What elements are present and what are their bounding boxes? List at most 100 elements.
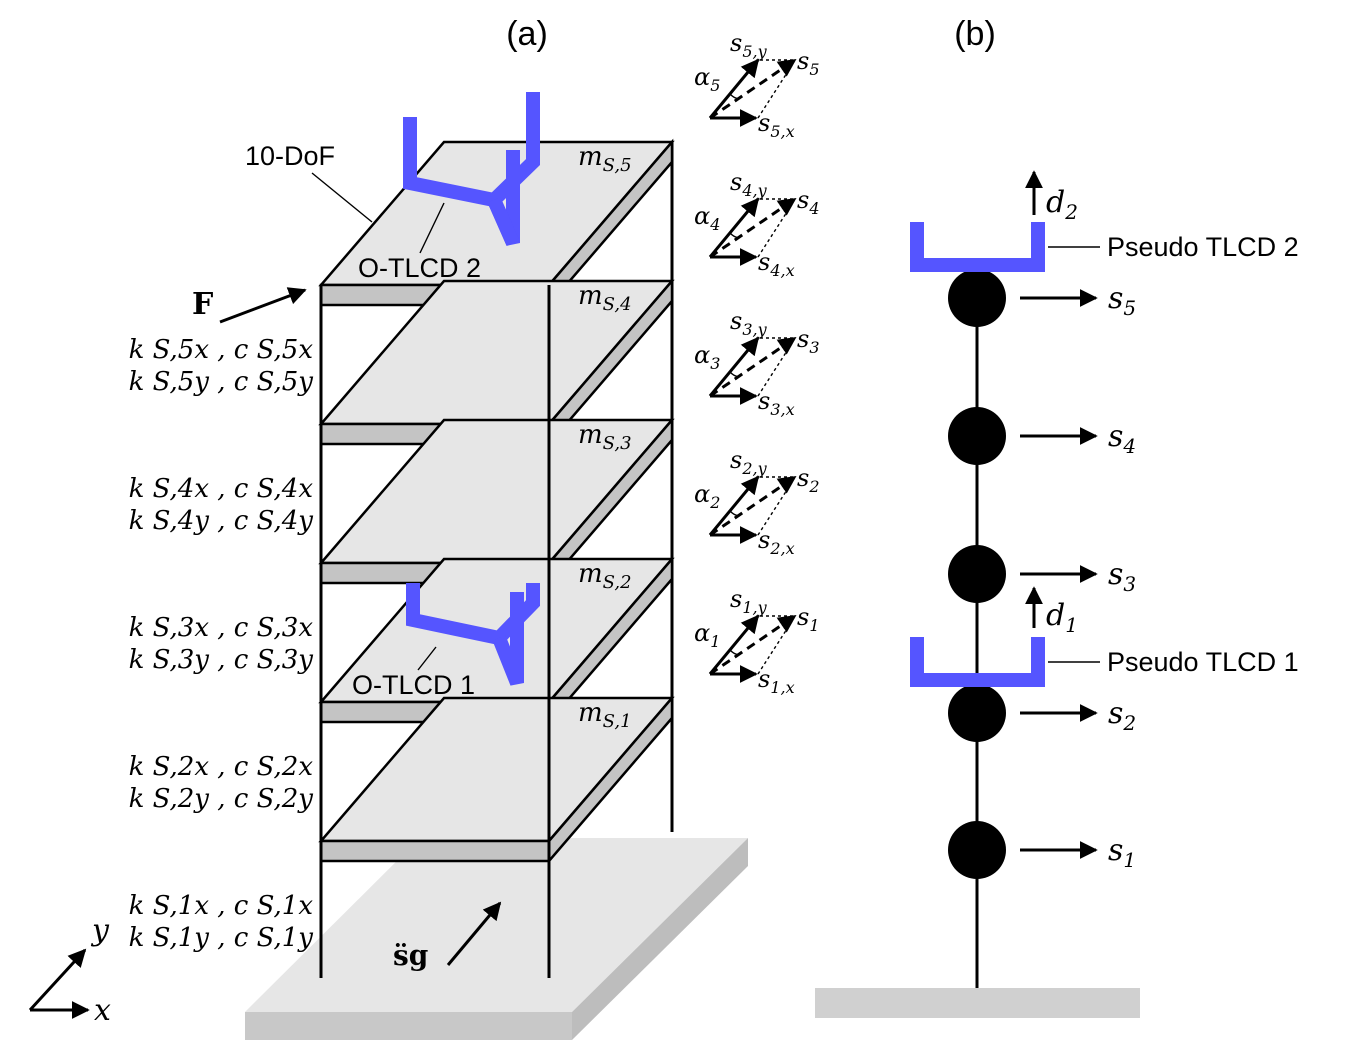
sy-component-arrow bbox=[708, 614, 760, 675]
stiffness-label-1-2: k S,1y , c S,1y bbox=[129, 923, 314, 953]
node-label: s1 bbox=[1108, 833, 1136, 872]
s-label: s2 bbox=[797, 464, 820, 496]
node-s1: s1 bbox=[948, 821, 1136, 879]
projection-dotted-side bbox=[757, 61, 795, 119]
o-tlcd-upper bbox=[403, 92, 540, 246]
alpha-arc bbox=[729, 371, 741, 378]
s-label: s3 bbox=[797, 325, 820, 357]
stiffness-label-5-1: k S,5x , c S,5x bbox=[129, 335, 314, 365]
s-label: s4 bbox=[797, 186, 820, 218]
node-label: s3 bbox=[1108, 557, 1136, 596]
sx-label: s3,x bbox=[758, 387, 795, 419]
s-label: s1 bbox=[797, 603, 820, 635]
sx-label: s2,x bbox=[758, 526, 795, 558]
sy-label: s3,y bbox=[730, 307, 768, 339]
sx-label: s1,x bbox=[758, 665, 795, 697]
stiffness-label-3-2: k S,3y , c S,3y bbox=[129, 645, 314, 675]
sy-component-arrow bbox=[708, 58, 760, 119]
stiffness-label-5-2: k S,5y , c S,5y bbox=[129, 367, 314, 397]
alpha-label: α3 bbox=[694, 341, 720, 373]
sy-component-arrow bbox=[708, 475, 760, 536]
alpha-arc bbox=[729, 649, 741, 656]
s-resultant-arrow bbox=[709, 336, 797, 398]
force-label: F bbox=[192, 287, 213, 322]
s-resultant-arrow bbox=[709, 614, 797, 676]
sy-label: s5,y bbox=[730, 29, 768, 61]
tlcd1-leader bbox=[417, 646, 437, 671]
coordinate-axes bbox=[28, 948, 90, 1019]
panel-a-label: (a) bbox=[506, 15, 548, 53]
projection-dotted-side bbox=[757, 478, 795, 536]
ground-plate bbox=[245, 838, 748, 1040]
s-resultant-arrow bbox=[709, 58, 797, 120]
mass-label-1: mS,1 bbox=[578, 698, 632, 732]
alpha-label: α2 bbox=[694, 480, 720, 512]
building-floors bbox=[318, 138, 675, 865]
panel-b-ground bbox=[815, 988, 1140, 1018]
stiffness-label-2-2: k S,2y , c S,2y bbox=[129, 784, 314, 814]
alpha-label: α1 bbox=[694, 619, 720, 651]
pseudo-tlcd-2 bbox=[910, 222, 1045, 272]
d2-label: d2 bbox=[1046, 185, 1078, 224]
node-label: s5 bbox=[1108, 281, 1136, 320]
node-s4: s4 bbox=[948, 407, 1136, 465]
sx-label: s4,x bbox=[758, 248, 795, 280]
s-resultant-arrow bbox=[709, 197, 797, 259]
pseudo-tlcd2-label: Pseudo TLCD 2 bbox=[1107, 232, 1299, 262]
ground-accel-label: s̈g bbox=[393, 939, 428, 972]
mass-node bbox=[948, 545, 1006, 603]
sy-label: s4,y bbox=[730, 168, 768, 200]
sy-component-arrow bbox=[708, 336, 760, 397]
stiffness-label-4-1: k S,4x , c S,4x bbox=[129, 474, 314, 504]
sx-label: s5,x bbox=[758, 109, 795, 141]
stiffness-label-3-1: k S,3x , c S,3x bbox=[129, 613, 314, 643]
d1-label: d1 bbox=[1046, 598, 1078, 637]
mass-label-5: mS,5 bbox=[578, 142, 632, 176]
mass-node bbox=[948, 407, 1006, 465]
mass-node bbox=[948, 684, 1006, 742]
node-s3: s3 bbox=[948, 545, 1136, 603]
tlcd2-label: O-TLCD 2 bbox=[358, 253, 481, 283]
node-label: s2 bbox=[1108, 696, 1136, 735]
panel-b-label: (b) bbox=[954, 15, 996, 53]
stiffness-label-1-1: k S,1x , c S,1x bbox=[129, 891, 314, 921]
sy-component-arrow bbox=[708, 197, 760, 258]
alpha-arc bbox=[729, 232, 741, 239]
alpha-label: α5 bbox=[694, 63, 720, 95]
node-s2: s2 bbox=[948, 684, 1136, 742]
mass-node bbox=[948, 821, 1006, 879]
force-arrow bbox=[219, 287, 307, 324]
alpha-label: α4 bbox=[694, 202, 720, 234]
projection-dotted-side bbox=[757, 617, 795, 675]
pseudo-tlcd-1 bbox=[910, 637, 1045, 687]
s-label: s5 bbox=[797, 47, 820, 79]
alpha-arc bbox=[729, 510, 741, 517]
stiffness-label-2-1: k S,2x , c S,2x bbox=[129, 752, 314, 782]
node-s5: s5 bbox=[948, 269, 1136, 327]
node-label: s4 bbox=[1108, 419, 1136, 458]
dof-leader bbox=[311, 172, 373, 223]
mass-node bbox=[948, 269, 1006, 327]
mass-label-4: mS,4 bbox=[578, 281, 632, 315]
sy-label: s2,y bbox=[730, 446, 768, 478]
axis-x-label: x bbox=[94, 993, 111, 1028]
projection-dotted-side bbox=[757, 339, 795, 397]
stiffness-label-4-2: k S,4y , c S,4y bbox=[129, 506, 314, 536]
axis-y-label: y bbox=[90, 913, 110, 948]
mass-label-3: mS,3 bbox=[578, 420, 632, 454]
dof-label: 10-DoF bbox=[245, 141, 335, 171]
tlcd1-label: O-TLCD 1 bbox=[352, 670, 475, 700]
ground-accel-arrow bbox=[446, 901, 502, 966]
o-tlcd-lower bbox=[406, 583, 540, 686]
s-resultant-arrow bbox=[709, 475, 797, 537]
pseudo-tlcd1-label: Pseudo TLCD 1 bbox=[1107, 647, 1299, 677]
projection-dotted-side bbox=[757, 200, 795, 258]
alpha-arc bbox=[729, 93, 741, 100]
tlcd2-leader bbox=[419, 202, 445, 254]
